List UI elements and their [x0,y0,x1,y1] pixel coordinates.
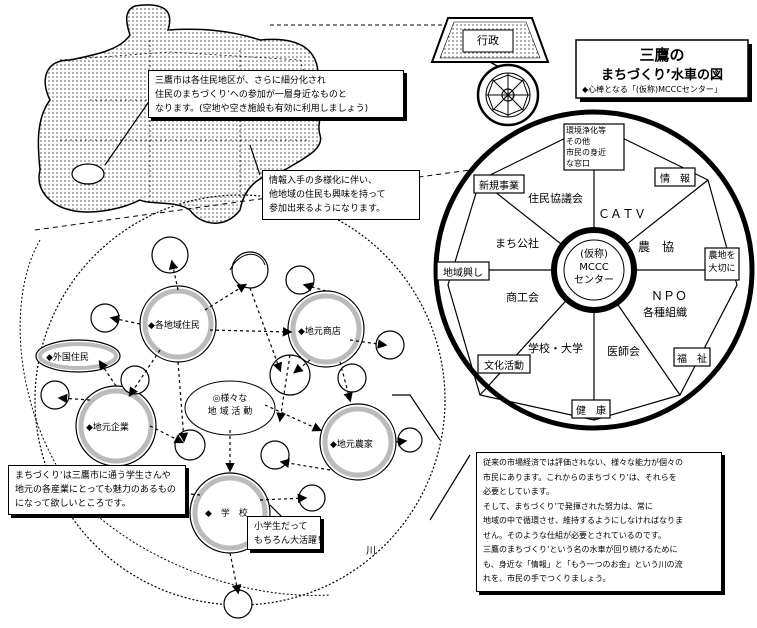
note-children: 小学生だって もちろん大活躍！ [247,516,326,550]
gyosei-label: 行政 [477,34,499,47]
rim-bunka: 文化活動 [484,361,524,372]
rim-nochi: 農地を 大切に [708,251,736,274]
inner-npo1: ＮＰＯ [651,289,688,303]
small-gear [476,63,540,127]
inner-jumin: 住民協議会 [528,192,583,205]
rim-kenko: 健 康 [576,406,606,417]
title-line2: まちづくり’水車の図 [601,68,723,83]
note-subdivision: 三鷹市は各住民地区が、さらに細分化され 住民のまちづくり’への参加が一層身近なも… [148,70,404,118]
label-shoten: ◆地元商店 [298,327,341,337]
label-kakuchiiki: ◆各地域住民 [148,321,200,331]
inner-npo2: 各種組織 [643,306,687,319]
label-kigyo: ◆地元企業 [86,423,129,433]
inner-nokyo: 農 協 [638,240,675,254]
inner-machi: まち公社 [495,237,539,250]
inner-catv: ＣＡＴＶ [598,207,647,221]
inner-gakko: 学校・大学 [528,342,583,355]
label-gaikoku: ◆外国住民 [46,353,89,363]
title-line1: 三鷹の [639,46,685,64]
community-nodes [35,285,397,554]
district-marker [71,163,105,185]
title-box [575,39,749,99]
rim-chiiki: 地域興し [443,268,483,279]
gyosei-trapezoid [430,17,550,63]
label-katsudo: ◎様々な 地 域 活 動 [207,394,253,417]
rim-label-boxes [436,123,740,419]
label-gakko: ◆ 学 校 [205,509,248,519]
title-note: ◆心棒となる「(仮称)MCCCセンター」 [582,85,722,94]
note-information: 情報入手の多様化に伴い、 他地域の住民も興味を持って 参加出来るようになります。 [262,170,420,220]
inner-ishi: 医師会 [607,345,640,358]
note-economy: 従来の市場経済では評価されない、様々な能力が個々の 市民にあります。これからのま… [476,452,722,592]
inner-shoko: 商工会 [506,291,539,304]
rim-shinki: 新規事業 [479,181,519,192]
label-noka: ◆地元農家 [330,440,373,450]
rim-joho: 情 報 [660,174,690,185]
rim-kankyo: 環境浄化等 その他 市民の身近 な窓口 [566,126,606,168]
wheel-center-label: (仮称) MCCC センター [574,249,614,286]
note-students: まちづくり’は三鷹市に通う学生さんや 地元の各産業にとっても魅力のあるもの にな… [8,465,186,515]
rim-fukushi: 福 祉 [677,354,707,365]
label-kawa: 川 [366,546,376,557]
